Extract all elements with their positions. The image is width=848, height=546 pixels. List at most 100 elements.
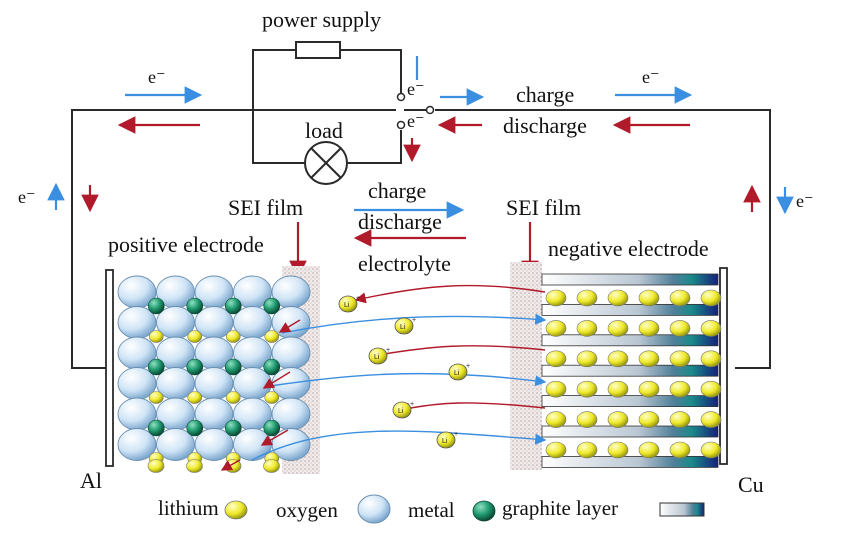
lithium-atom (700, 350, 722, 368)
lithium-atom (225, 330, 241, 343)
lithium-atom (576, 289, 598, 307)
metal-atom (263, 297, 281, 315)
cu-label: Cu (738, 472, 764, 497)
cu-collector (719, 267, 728, 465)
lithium-atom (263, 459, 280, 473)
lithium-atom (148, 391, 164, 404)
legend-lithium-swatch (224, 500, 248, 520)
lithium-atom (187, 330, 203, 343)
metal-atom (186, 297, 204, 315)
electron-label-top-left: e⁻ (148, 67, 166, 87)
legend-metal-swatch (472, 500, 496, 522)
right-wire (435, 109, 771, 369)
lithium-atom (700, 441, 722, 459)
circuit-discharge-label: discharge (503, 113, 587, 138)
graphite-layer (541, 334, 719, 347)
lithium-atom (669, 320, 691, 337)
lithium-atom (576, 411, 598, 428)
legend-swatches (224, 494, 705, 524)
lithium-ion-sphere (338, 295, 358, 313)
lithium-ion-charge: + (466, 363, 470, 370)
ion-path (260, 429, 289, 446)
lithium-atom (576, 441, 598, 459)
lithium-ion-charge: + (412, 317, 416, 324)
lithium-atom (186, 459, 203, 473)
lithium-ions: Li+Li+Li+Li+Li+Li+ (338, 295, 470, 449)
negative-electrode-layers (541, 273, 722, 468)
lithium-ion-sphere (392, 401, 412, 419)
electron-label-left: e⁻ (18, 187, 36, 207)
lamp-icon (304, 141, 348, 185)
ion-migration-paths (220, 284, 547, 471)
lithium-atom (607, 411, 629, 428)
legend-metal-label: metal (408, 498, 455, 522)
lithium-ion-sphere (448, 363, 468, 381)
lithium-ion-label: Li (454, 370, 460, 377)
positive-electrode-label: positive electrode (108, 232, 264, 257)
metal-atom (224, 297, 242, 315)
legend-lithium-label: lithium (158, 496, 219, 520)
graphite-layer (541, 395, 719, 408)
lithium-atom (576, 320, 598, 337)
electrolyte-charge-label: charge (368, 178, 427, 203)
lithium-ion: Li+ (392, 401, 414, 419)
lithium-ion-charge: + (454, 431, 458, 438)
electron-label-right: e⁻ (796, 191, 814, 211)
lithium-atom (225, 391, 241, 404)
lithium-atom (545, 350, 567, 368)
lithium-ion-label: Li (374, 354, 380, 361)
graphite-layer (541, 364, 719, 377)
oxygen-atom (117, 428, 157, 461)
switch-icon (396, 92, 435, 130)
legend-oxygen-label: oxygen (276, 498, 338, 522)
lithium-atom (669, 380, 691, 398)
lithium-ion-charge: + (386, 347, 390, 354)
electron-label-switch-lower: e⁻ (407, 111, 425, 131)
lithium-atom (607, 441, 629, 459)
load-branch (252, 110, 402, 164)
legend-graphite-label: graphite layer (502, 496, 619, 520)
al-label: Al (80, 468, 102, 493)
electron-label-switch-upper: e⁻ (407, 79, 425, 99)
circuit-wires (71, 49, 771, 369)
circuit-charge-label: charge (516, 82, 575, 107)
metal-atom (224, 358, 242, 376)
lithium-ion-sphere (368, 347, 388, 365)
lithium-atom (638, 411, 660, 428)
sei-film-label-right: SEI film (506, 195, 582, 220)
lithium-atom (545, 441, 567, 459)
lithium-atom (669, 441, 691, 459)
lithium-ion: Li + (436, 431, 458, 449)
electrolyte-label: electrolyte (358, 251, 451, 276)
lithium-atom (545, 411, 567, 428)
ion-path (370, 345, 546, 360)
legend-graphite-swatch (659, 502, 705, 517)
lithium-atom (264, 330, 280, 343)
lithium-atom (700, 289, 722, 307)
ion-path (262, 371, 291, 389)
lithium-atom (638, 380, 660, 398)
lithium-ion-sphere (436, 431, 456, 449)
lithium-ion-sphere (394, 317, 414, 335)
lithium-ion-label: Li (344, 302, 350, 309)
positive-electrode-lattice (117, 275, 311, 473)
metal-atom (147, 419, 165, 437)
graphite-layer (541, 303, 719, 316)
lithium-atom (607, 380, 629, 398)
left-wire (71, 109, 396, 369)
lithium-atom (545, 320, 567, 337)
lithium-atom (187, 391, 203, 404)
power-supply-branch (252, 49, 402, 110)
graphite-layer (541, 273, 719, 286)
lithium-ion-label: Li (442, 438, 448, 445)
load-label: load (305, 118, 343, 143)
lithium-atom (669, 350, 691, 368)
lithium-atom (545, 380, 567, 398)
lithium-ion-charge: + (410, 401, 414, 408)
metal-atom (147, 358, 165, 376)
lithium-ion-label: Li (400, 324, 406, 331)
electron-label-top-right: e⁻ (642, 67, 660, 87)
metal-atom (186, 358, 204, 376)
lithium-atom (607, 289, 629, 307)
